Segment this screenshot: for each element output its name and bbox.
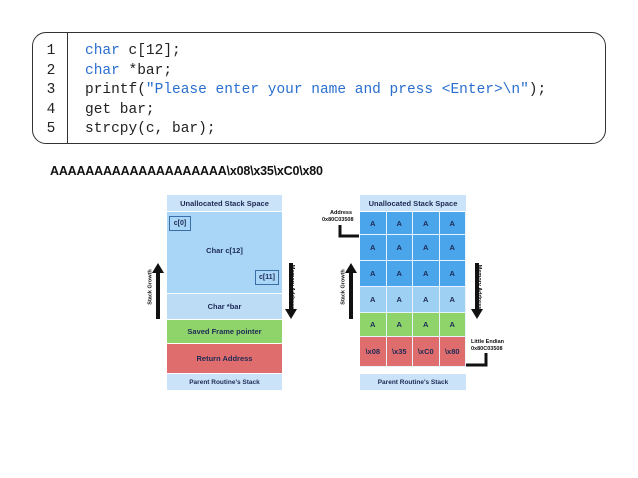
left-memory-address-arrow-icon	[285, 263, 297, 319]
left-return-address: Return Address	[167, 344, 282, 374]
line-number: 2	[46, 62, 56, 79]
right-memory-address-arrow-icon	[471, 263, 483, 319]
code-token: );	[528, 82, 547, 98]
code-token: get bar;	[85, 101, 155, 118]
code-string: "Please enter your name and press <Enter…	[145, 82, 529, 98]
code-token: strcpy(c, bar);	[85, 121, 216, 137]
code-token: c[12];	[119, 43, 181, 59]
address-pointer-icon	[338, 225, 359, 238]
code-text: strcpy(c, bar);	[85, 120, 216, 139]
overflow-byte-cell: A	[413, 212, 440, 235]
overflow-byte-cell: A	[386, 235, 413, 261]
right-stack-growth-label: Stack Growth	[340, 269, 347, 305]
left-parent-routine-stack: Parent Routine's Stack	[167, 374, 282, 391]
overflow-byte-cell: A	[386, 313, 413, 337]
c0-cell: c[0]	[169, 216, 191, 231]
return-address-byte-cell: \x80	[439, 337, 466, 367]
address-value: 0x80C03508	[322, 217, 354, 223]
overflow-byte-cell: A	[386, 212, 413, 235]
return-address-byte-cell: \x08	[360, 337, 387, 367]
code-text: printf("Please enter your name and press…	[85, 81, 546, 100]
code-text: char c[12];	[85, 42, 181, 61]
overflow-byte-cell: A	[360, 261, 387, 287]
address-label: Address	[330, 210, 353, 216]
overflow-byte-cell: A	[360, 235, 387, 261]
overflow-byte-cell: A	[413, 261, 440, 287]
overflow-byte-cell: A	[413, 235, 440, 261]
code-keyword: char	[85, 62, 120, 79]
left-char-array-block: c[0] Char c[12] c[11]	[167, 212, 282, 294]
left-memory-address-label: Memory Address	[289, 264, 296, 310]
overflow-byte-cell: A	[439, 313, 466, 337]
line-number-divider	[67, 33, 68, 143]
c11-cell: c[11]	[255, 270, 279, 285]
overflow-byte-cell: A	[439, 261, 466, 287]
code-listing: 1 char c[12]; 2 char *bar; 3 printf("Please e…	[32, 32, 606, 144]
line-number: 5	[46, 121, 56, 137]
right-stack-growth-arrow-icon	[345, 263, 357, 319]
overflow-byte-cell: A	[360, 313, 387, 337]
code-token: printf(	[85, 82, 146, 98]
overflow-byte-cell: A	[439, 235, 466, 261]
left-stack-growth-label: Stack Growth	[147, 269, 154, 305]
left-stack-growth-arrow-icon	[152, 263, 164, 319]
code-keyword: char	[85, 43, 120, 59]
overflow-byte-cell: A	[439, 287, 466, 313]
char-array-label: Char c[12]	[206, 246, 243, 255]
little-endian-value: 0x80C03508	[471, 346, 503, 352]
left-char-bar-block: Char *bar	[167, 294, 282, 320]
right-parent-routine-stack: Parent Routine's Stack	[360, 374, 466, 391]
code-text: char *bar;	[85, 62, 172, 81]
right-unallocated-stack-space: Unallocated Stack Space	[360, 195, 466, 212]
line-number: 4	[46, 101, 56, 118]
code-text: get bar;	[85, 101, 155, 120]
overflow-byte-cell: A	[413, 313, 440, 337]
overflow-byte-cell: A	[386, 287, 413, 313]
overflow-byte-cell: A	[360, 287, 387, 313]
right-memory-address-label: Memory Address	[476, 264, 483, 310]
return-address-byte-cell: \x35	[386, 337, 413, 367]
line-number: 3	[46, 82, 56, 98]
little-endian-label: Little Endian	[471, 339, 504, 345]
left-saved-frame-pointer: Saved Frame pointer	[167, 320, 282, 344]
overflow-byte-cell: A	[413, 287, 440, 313]
overflow-byte-cell: A	[439, 212, 466, 235]
return-address-byte-cell: \xC0	[413, 337, 440, 367]
code-token: *bar;	[119, 62, 173, 79]
payload-string: AAAAAAAAAAAAAAAAAAAA\x08\x35\xC0\x80	[50, 164, 323, 178]
little-endian-pointer-icon	[466, 353, 488, 367]
overflow-byte-cell: A	[360, 212, 387, 235]
overflow-byte-cell: A	[386, 261, 413, 287]
left-unallocated-stack-space: Unallocated Stack Space	[167, 195, 282, 212]
line-number: 1	[46, 43, 56, 59]
